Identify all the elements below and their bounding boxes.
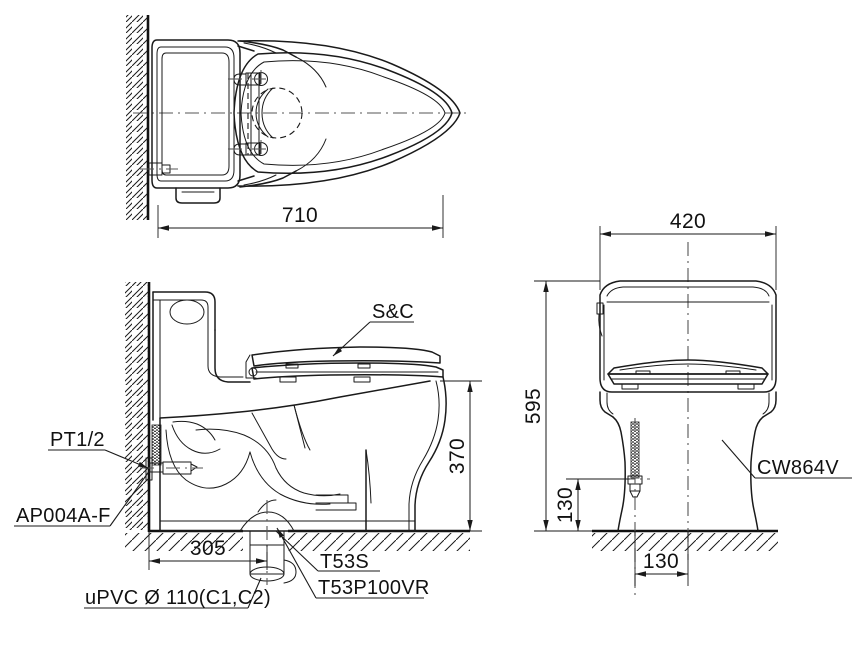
side-view-angle-valve — [140, 424, 203, 481]
dimension-370-label: 370 — [446, 438, 469, 474]
callout-pt12: PT1/2 — [48, 429, 149, 469]
callout-upvc-label: uPVC Ø 110(C1,C2) — [85, 587, 271, 609]
callout-cw864v: CW864V — [721, 439, 852, 479]
front-view-tank — [596, 280, 777, 393]
dimension-370: 370 — [416, 380, 482, 532]
dimension-420: 420 — [599, 210, 777, 290]
front-view-seat-cover — [607, 359, 769, 390]
side-view-seat-cover — [245, 346, 444, 383]
front-view-pedestal — [599, 391, 777, 532]
callout-upvc: uPVC Ø 110(C1,C2) — [84, 577, 271, 609]
callout-t53s-label: T53S — [320, 551, 369, 573]
dimension-710: 710 — [157, 195, 444, 238]
callout-cw864v-label: CW864V — [757, 457, 839, 479]
side-view-bowl — [159, 376, 447, 532]
top-view-wall — [126, 15, 150, 220]
dimension-130-vertical-label: 130 — [554, 487, 577, 523]
side-view-floor — [125, 529, 470, 551]
dimension-305: 305 — [148, 531, 268, 570]
front-view-floor — [592, 529, 778, 551]
callout-pt12-label: PT1/2 — [50, 429, 105, 451]
dimension-595-label: 595 — [522, 388, 545, 424]
front-view-group: CW864V 420 595 130 130 — [522, 210, 852, 600]
dimension-305-label: 305 — [190, 537, 226, 560]
callout-t53p100vr-label: T53P100VR — [318, 577, 430, 599]
top-view-hinge-detail — [228, 70, 303, 158]
dimension-710-label: 710 — [282, 204, 318, 227]
top-view-group: 710 — [126, 15, 470, 238]
top-view-tank — [151, 39, 297, 204]
callout-ap004af-label: AP004A-F — [16, 505, 111, 527]
dimension-130-horizontal: 130 — [634, 531, 689, 586]
callout-ap004af: AP004A-F — [14, 469, 151, 527]
dimension-595: 595 — [522, 280, 600, 532]
callout-t53p100vr: T53P100VR — [276, 527, 430, 599]
callout-s-and-c-label: S&C — [372, 301, 414, 323]
side-view-wall — [125, 282, 151, 532]
callout-s-and-c: S&C — [332, 301, 414, 357]
side-view-group: S&C PT1/2 AP004A-F T53S T53P100VR — [14, 282, 482, 609]
dimension-420-label: 420 — [670, 210, 706, 233]
dimension-130-vertical: 130 — [554, 478, 630, 532]
top-view-seat-cover — [233, 39, 461, 187]
dimension-130-horizontal-label: 130 — [643, 550, 679, 573]
side-view-tank — [152, 291, 251, 421]
top-view-wall-valve — [140, 162, 178, 176]
